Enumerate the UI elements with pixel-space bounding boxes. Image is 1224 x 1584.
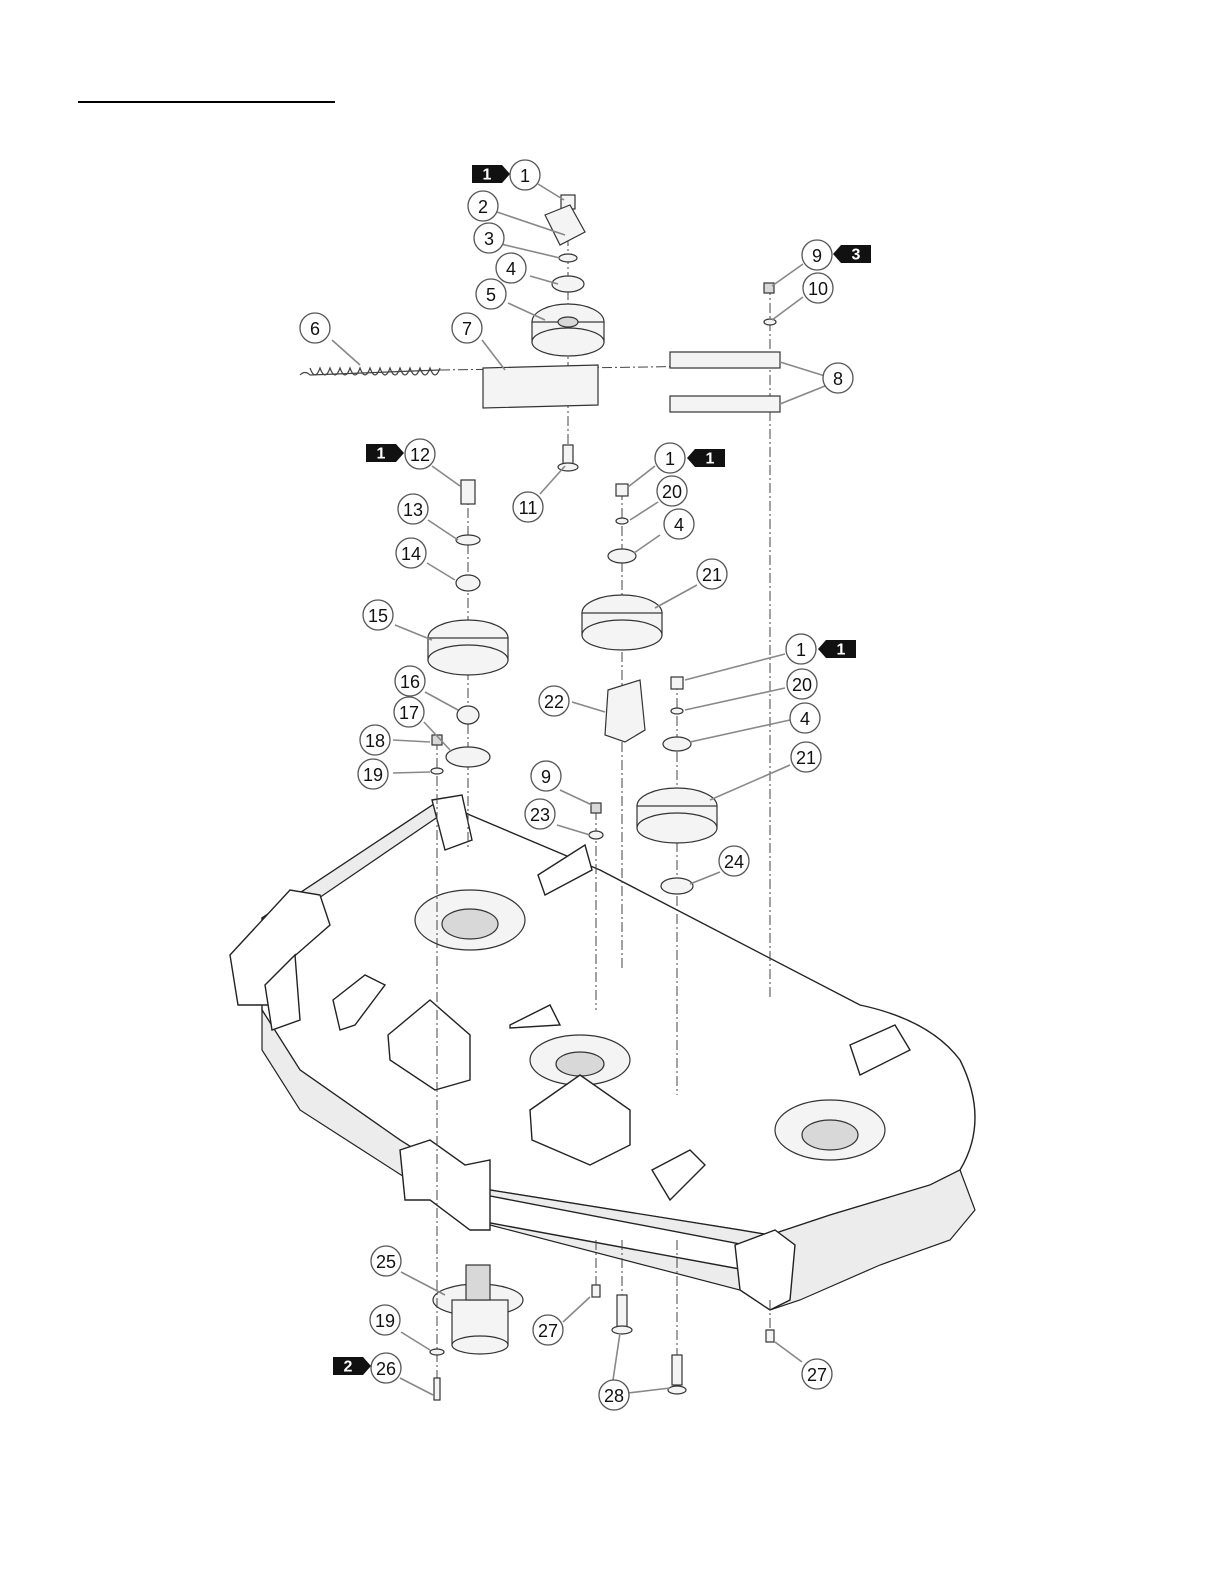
callout-number: 16 (400, 672, 420, 692)
callout-number: 8 (833, 369, 843, 389)
callout-19: 19 (370, 1305, 400, 1335)
callout-20: 20 (787, 669, 817, 699)
callout-number: 27 (807, 1365, 827, 1385)
callout-3: 3 (474, 223, 504, 253)
flag-number: 2 (344, 1359, 353, 1376)
callout-number: 28 (604, 1386, 624, 1406)
callout-number: 18 (365, 731, 385, 751)
callout-4: 4 (790, 703, 820, 733)
callout-15: 15 (363, 600, 393, 630)
callout-number: 4 (674, 515, 684, 535)
callout-number: 9 (541, 767, 551, 787)
reference-flag-1: 1 (472, 165, 510, 184)
callout-25: 25 (371, 1246, 401, 1276)
callout-number: 19 (363, 765, 383, 785)
flag-number: 1 (837, 642, 846, 659)
callout-24: 24 (719, 846, 749, 876)
reference-flag-1: 1 (687, 449, 725, 468)
callout-number: 14 (401, 544, 421, 564)
callout-16: 16 (395, 666, 425, 696)
callout-6: 6 (300, 313, 330, 343)
callout-number: 1 (665, 449, 675, 469)
callout-number: 7 (462, 319, 472, 339)
callout-number: 23 (530, 805, 550, 825)
callout-14: 14 (396, 538, 426, 568)
callout-28: 28 (599, 1380, 629, 1410)
callout-5: 5 (476, 279, 506, 309)
callout-27: 27 (802, 1359, 832, 1389)
callout-8: 8 (823, 363, 853, 393)
callout-12: 12 (405, 439, 435, 469)
callout-9: 9 (802, 240, 832, 270)
callout-number: 2 (478, 197, 488, 217)
callout-22: 22 (539, 686, 569, 716)
reference-flag-1: 1 (818, 640, 856, 659)
callout-number: 1 (520, 166, 530, 186)
callout-number: 15 (368, 606, 388, 626)
reference-flag-1: 1 (366, 444, 404, 463)
callout-number: 3 (484, 229, 494, 249)
callout-number: 4 (506, 259, 516, 279)
callout-26: 26 (371, 1353, 401, 1383)
callout-21: 21 (791, 742, 821, 772)
callout-21: 21 (697, 559, 727, 589)
callout-number: 10 (808, 279, 828, 299)
callout-1: 1 (510, 160, 540, 190)
callout-number: 5 (486, 285, 496, 305)
callout-2: 2 (468, 191, 498, 221)
callout-number: 9 (812, 246, 822, 266)
callout-number: 11 (519, 498, 538, 518)
callout-20: 20 (657, 476, 687, 506)
callout-17: 17 (394, 697, 424, 727)
callout-number: 13 (403, 500, 423, 520)
callout-1: 1 (786, 634, 816, 664)
callout-19: 19 (358, 759, 388, 789)
callout-number: 20 (792, 675, 812, 695)
flag-number: 1 (706, 451, 715, 468)
callout-27: 27 (533, 1315, 563, 1345)
callout-23: 23 (525, 799, 555, 829)
callout-number: 19 (375, 1311, 395, 1331)
callout-18: 18 (360, 725, 390, 755)
callout-9: 9 (531, 761, 561, 791)
callout-number: 1 (796, 640, 806, 660)
callout-10: 10 (803, 273, 833, 303)
callout-7: 7 (452, 313, 482, 343)
callout-number: 24 (724, 852, 744, 872)
callout-number: 12 (410, 445, 430, 465)
mower-deck (230, 795, 975, 1354)
reference-flag-3: 3 (833, 245, 871, 264)
callout-4: 4 (664, 509, 694, 539)
callout-number: 21 (796, 748, 816, 768)
flag-number: 3 (852, 247, 861, 264)
reference-flag-2: 2 (333, 1357, 371, 1376)
callout-number: 26 (376, 1359, 396, 1379)
callout-number: 22 (544, 692, 564, 712)
callout-13: 13 (398, 494, 428, 524)
callout-1: 1 (655, 443, 685, 473)
callout-number: 25 (376, 1252, 396, 1272)
callout-11: 11 (513, 492, 543, 522)
flag-number: 1 (483, 167, 492, 184)
callout-number: 6 (310, 319, 320, 339)
callout-number: 17 (399, 703, 419, 723)
callout-number: 21 (702, 565, 722, 585)
flag-number: 1 (377, 446, 386, 463)
callout-4: 4 (496, 253, 526, 283)
callout-number: 20 (662, 482, 682, 502)
callout-number: 27 (538, 1321, 558, 1341)
callout-number: 4 (800, 709, 810, 729)
